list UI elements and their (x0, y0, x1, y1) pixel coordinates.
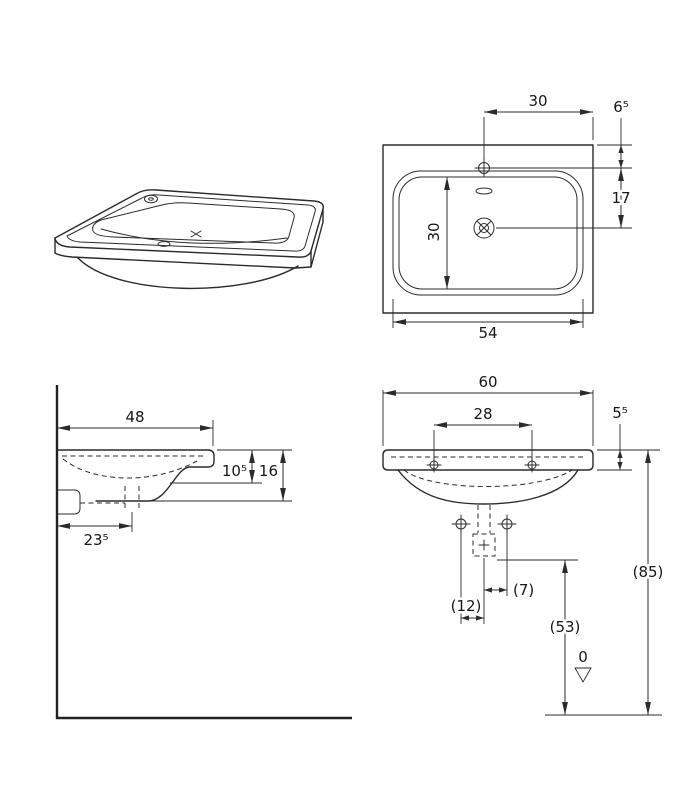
bowl-front-outline (397, 469, 579, 505)
body-front-bottom-edge (54, 252, 296, 269)
dim-front-drain-height: (53) (550, 618, 581, 636)
plan-view: 30 6⁵ 17 30 54 (382, 90, 633, 345)
side-view: 48 10⁵ 16 23⁵ (55, 385, 352, 720)
basin-inner-rect (392, 170, 584, 296)
dim-plan-faucet-to-edge: 30 (528, 92, 547, 110)
datum-zero-label: 0 (578, 648, 588, 666)
dim-plan-faucet-to-drain: 17 (611, 189, 630, 207)
water-connection-icon (451, 514, 471, 534)
bowl-underside-bulge (77, 257, 299, 290)
dim-front-supply-to-drain: (7) (513, 581, 534, 599)
fixing-hole-icon (426, 457, 442, 473)
dim-side-total-height: 16 (259, 462, 278, 480)
dim-front-tap-hole-spacing: 28 (473, 405, 492, 423)
dim-plan-bowl-width: 54 (478, 324, 497, 342)
front-view: 0 60 28 5⁵ (7) (12) (53) (85) (382, 371, 666, 716)
dim-front-supply-spacing: (12) (451, 597, 482, 615)
body-right-back-edge (310, 208, 324, 268)
wall-and-floor-line (55, 385, 352, 720)
drain-icon (473, 217, 495, 239)
tap-hole-icon (144, 194, 158, 204)
bowl-interior-curve (100, 228, 288, 244)
tap-hole-cross (474, 158, 494, 178)
dim-front-rim-thickness: 5⁵ (612, 404, 628, 422)
extension-lines (392, 117, 632, 328)
drain-inner-circle (479, 223, 489, 233)
dim-front-overall-height: (85) (633, 563, 664, 581)
rim-front-outline (382, 449, 594, 471)
dim-side-bowl-height: 10⁵ (222, 462, 247, 480)
logo-mark (475, 187, 493, 195)
dim-front-width: 60 (478, 373, 497, 391)
tap-hole-center (148, 197, 154, 201)
drain-cross-icon (190, 230, 202, 238)
drain-outlet-cross (478, 539, 490, 551)
basin-opening-outline (92, 202, 295, 244)
floor-datum-icon (574, 667, 592, 683)
overflow-icon (157, 241, 171, 247)
wall-outlet-stub (56, 489, 81, 515)
basin-outer-rect (382, 144, 594, 314)
dim-side-depth: 48 (125, 408, 144, 426)
dim-plan-rear-offset: 6⁵ (613, 98, 629, 116)
body-right-front-edge (294, 250, 312, 269)
drain-pipe-hidden-lines (477, 505, 491, 533)
basin-inner-rect2 (398, 176, 578, 290)
drain-outlet-icon (472, 533, 496, 557)
bowl-hidden-line (403, 469, 573, 487)
perspective-view (54, 189, 324, 290)
dim-plan-bowl-depth: 30 (425, 222, 443, 241)
bowl-hidden-line (62, 458, 198, 479)
water-connection-icon (497, 514, 517, 534)
fixing-hole-icon (524, 457, 540, 473)
dim-side-drain-to-wall: 23⁵ (83, 531, 108, 549)
basin-profile (56, 449, 215, 502)
drain-pipe-hidden-lines (80, 486, 140, 508)
drain-cross (476, 220, 492, 236)
